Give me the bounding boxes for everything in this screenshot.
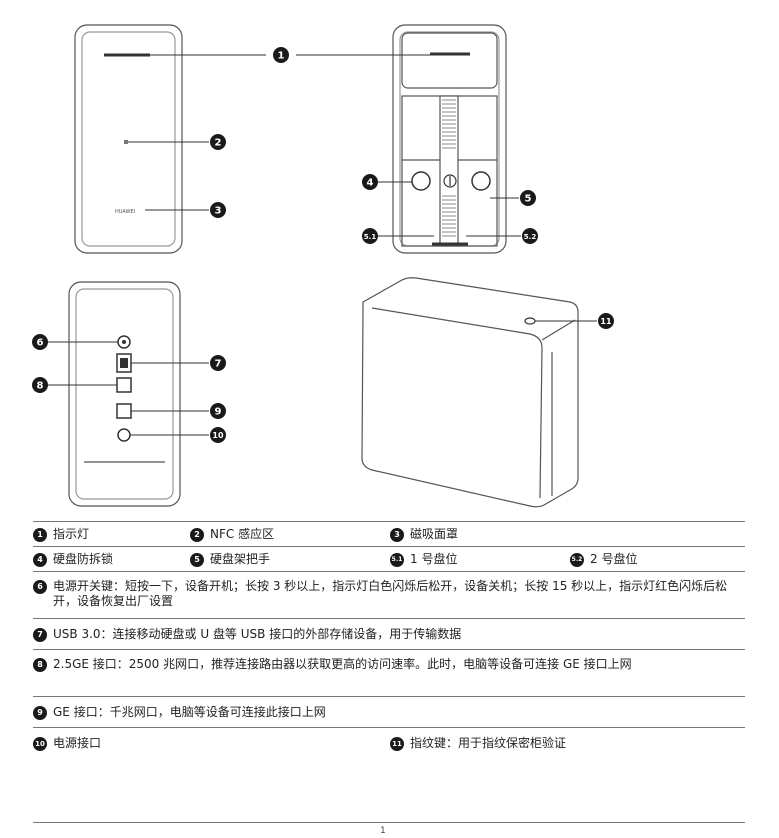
svg-text:7: 7 [215, 359, 222, 370]
callout-3: 3 [210, 202, 226, 218]
front-view [74, 24, 183, 254]
svg-text:3: 3 [215, 206, 222, 217]
callout-markers: 1 2 3 4 5 5.1 5.2 6 7 8 9 10 11 [32, 47, 614, 443]
callout-1: 1 [273, 47, 289, 63]
svg-text:6: 6 [37, 338, 44, 349]
svg-text:10: 10 [212, 431, 224, 440]
svg-text:8: 8 [37, 381, 44, 392]
rear-view [68, 281, 181, 507]
callout-5-1: 5.1 [362, 228, 378, 244]
svg-text:4: 4 [367, 178, 374, 189]
callout-5: 5 [520, 190, 536, 206]
leader-lines [48, 54, 597, 436]
callout-7: 7 [210, 355, 226, 371]
device-diagram: HUAWEI [32, 24, 614, 508]
callout-11: 11 [598, 313, 614, 329]
svg-text:5.1: 5.1 [364, 233, 377, 241]
svg-text:5.2: 5.2 [524, 233, 537, 241]
svg-text:1: 1 [278, 51, 285, 62]
callout-10: 10 [210, 427, 226, 443]
drive-bay-view [392, 24, 507, 254]
callout-8: 8 [32, 377, 48, 393]
callout-6: 6 [32, 334, 48, 350]
callout-4: 4 [362, 174, 378, 190]
brand-logo: HUAWEI [115, 209, 135, 215]
callout-9: 9 [210, 403, 226, 419]
table-bottom-border [33, 822, 745, 823]
svg-text:9: 9 [215, 407, 222, 418]
callout-2: 2 [210, 134, 226, 150]
svg-text:5: 5 [525, 194, 532, 205]
perspective-view [361, 277, 579, 508]
page-number: 1 [380, 826, 386, 836]
svg-text:11: 11 [600, 317, 612, 326]
callout-5-2: 5.2 [522, 228, 538, 244]
svg-text:2: 2 [215, 138, 222, 149]
